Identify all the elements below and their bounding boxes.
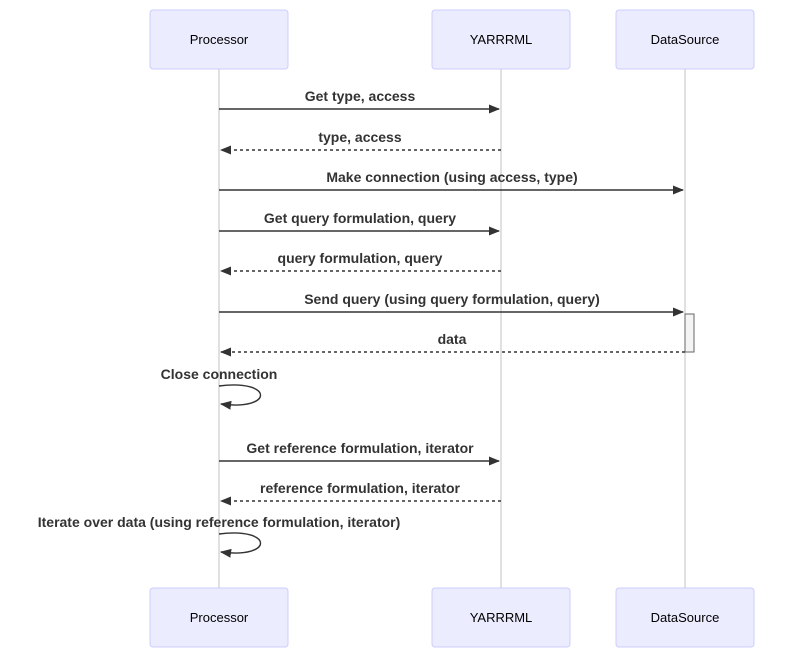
actor-label: YARRRML	[470, 32, 533, 47]
actor-label: DataSource	[651, 610, 720, 625]
message-8: Close connection	[161, 366, 278, 410]
message-5: query formulation, query	[219, 250, 501, 276]
message-11: Iterate over data (using reference formu…	[38, 514, 401, 558]
message-9: Get reference formulation, iterator	[219, 440, 501, 466]
message-7: data	[219, 331, 685, 357]
actor-datasource-top: DataSource	[615, 9, 755, 70]
message-4: Get query formulation, query	[219, 210, 501, 236]
self-message-loop	[218, 384, 262, 410]
actor-box	[431, 587, 571, 648]
message-label: query formulation, query	[278, 250, 443, 266]
actor-label: DataSource	[651, 32, 720, 47]
message-label: Iterate over data (using reference formu…	[38, 514, 401, 530]
self-message-loop	[218, 532, 262, 558]
actor-datasource-bottom: DataSource	[615, 587, 755, 648]
actor-box	[431, 9, 571, 70]
message-label: Get reference formulation, iterator	[246, 440, 474, 456]
actor-label: YARRRML	[470, 610, 533, 625]
actor-yarrrml-top: YARRRML	[431, 9, 571, 70]
actor-box	[149, 587, 289, 648]
message-1: Get type, access	[219, 88, 501, 114]
actor-box	[615, 587, 755, 648]
actor-yarrrml-bottom: YARRRML	[431, 587, 571, 648]
actor-label: Processor	[190, 610, 249, 625]
actor-label: Processor	[190, 32, 249, 47]
message-label: data	[438, 331, 467, 347]
message-3: Make connection (using access, type)	[219, 169, 685, 195]
message-6: Send query (using query formulation, que…	[219, 291, 685, 317]
message-label: Get type, access	[305, 88, 416, 104]
activation-bar-datasource	[684, 313, 695, 353]
message-label: type, access	[318, 129, 401, 145]
message-label: Make connection (using access, type)	[326, 169, 577, 185]
message-label: Get query formulation, query	[264, 210, 456, 226]
message-label: Close connection	[161, 366, 278, 382]
actor-box	[615, 9, 755, 70]
message-label: reference formulation, iterator	[260, 480, 460, 496]
actor-box	[149, 9, 289, 70]
actor-processor-top: Processor	[149, 9, 289, 70]
message-label: Send query (using query formulation, que…	[304, 291, 600, 307]
message-10: reference formulation, iterator	[219, 480, 501, 506]
message-2: type, access	[219, 129, 501, 155]
actor-processor-bottom: Processor	[149, 587, 289, 648]
